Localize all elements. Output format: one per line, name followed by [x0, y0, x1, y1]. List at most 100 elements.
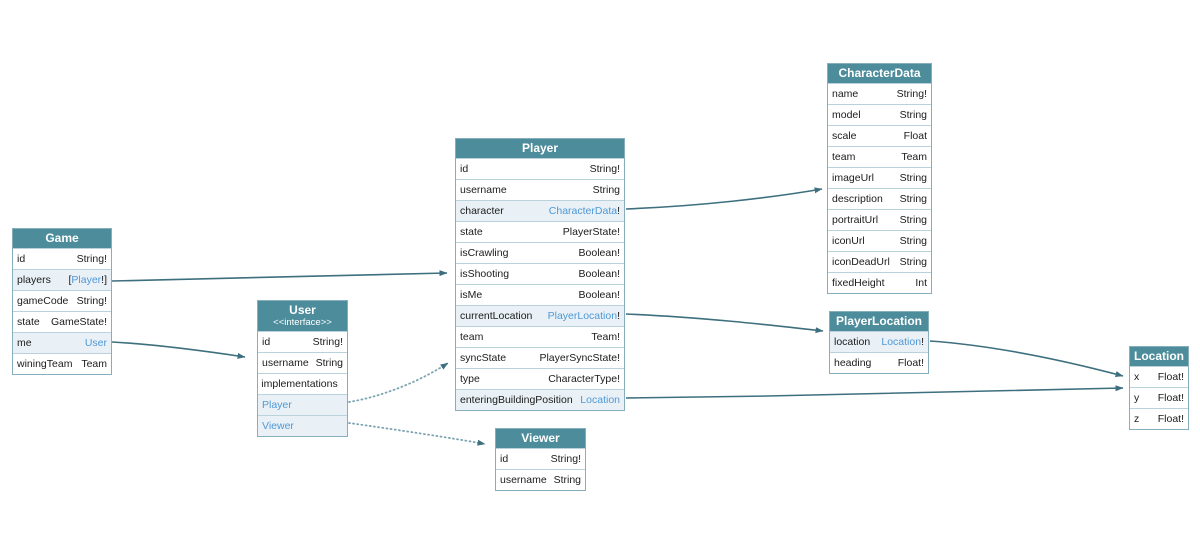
arrow-user-impl-player — [348, 362, 449, 403]
type-text: ! — [617, 310, 620, 322]
field-name: heading — [834, 357, 872, 369]
field-type: String! — [897, 88, 927, 100]
field-type: String! — [590, 163, 620, 175]
type-link-location[interactable]: Location — [881, 336, 922, 348]
type-text: String! — [76, 253, 107, 265]
type-link-player[interactable]: Player — [71, 274, 102, 286]
field-type: String! — [77, 295, 107, 307]
field-type: String — [900, 256, 927, 268]
field-name: id — [262, 336, 271, 348]
implementation-link-viewer[interactable]: Viewer — [262, 420, 294, 432]
entity-header-playerlocation[interactable]: PlayerLocation — [830, 312, 928, 331]
entity-header-characterdata[interactable]: CharacterData — [828, 64, 931, 83]
arrow-user-impl-viewer — [348, 422, 486, 446]
type-text: String! — [896, 88, 927, 100]
type-text: Team — [901, 151, 927, 163]
row-characterdata-iconurl[interactable]: iconUrl String — [828, 230, 931, 251]
entity-header-game[interactable]: Game — [13, 229, 111, 248]
field-name: currentLocation — [460, 310, 533, 322]
field-type: CharacterType! — [548, 373, 620, 385]
type-link-characterdata[interactable]: CharacterData — [548, 205, 618, 217]
row-game-players[interactable]: players[Player!] — [13, 269, 111, 290]
type-text: ! — [921, 336, 924, 348]
implementation-link-player[interactable]: Player — [262, 399, 292, 411]
type-text: String — [899, 172, 927, 184]
field-type: String — [900, 214, 927, 226]
entity-header-user[interactable]: User<<interface>> — [258, 301, 347, 331]
row-user-implementations[interactable]: implementations — [258, 373, 347, 394]
row-user-viewer[interactable]: Viewer — [258, 415, 347, 436]
row-characterdata-icondeadurl[interactable]: iconDeadUrl String — [828, 251, 931, 272]
type-link-playerlocation[interactable]: PlayerLocation — [547, 310, 618, 322]
field-name: id — [460, 163, 469, 175]
type-link-location[interactable]: Location — [580, 394, 620, 406]
type-text: String — [899, 109, 927, 121]
type-text: String — [899, 235, 927, 247]
arrow-player-enteringbuildingposition-to-location — [625, 385, 1124, 399]
row-user-player[interactable]: Player — [258, 394, 347, 415]
field-name: username — [500, 474, 547, 486]
entity-header-player[interactable]: Player — [456, 139, 624, 158]
row-player-id[interactable]: id String! — [456, 158, 624, 179]
field-name: isShooting — [460, 268, 510, 280]
field-type: String — [554, 474, 581, 486]
entity-header-location[interactable]: Location — [1130, 347, 1188, 366]
type-text: Team — [81, 358, 107, 370]
field-name: iconDeadUrl — [832, 256, 890, 268]
type-text: Boolean! — [578, 247, 620, 259]
entity-header-viewer[interactable]: Viewer — [496, 429, 585, 448]
field-type: Float! — [1158, 371, 1184, 383]
entity-title: CharacterData — [838, 66, 921, 80]
type-text: Int — [915, 277, 927, 289]
type-link-user[interactable]: User — [84, 337, 107, 349]
field-type: String — [900, 235, 927, 247]
type-text: String — [899, 256, 927, 268]
field-type: String — [593, 184, 620, 196]
field-name: iconUrl — [832, 235, 865, 247]
entity-title: Location — [1134, 349, 1184, 363]
row-player-currentlocation[interactable]: currentLocation PlayerLocation! — [456, 305, 624, 326]
field-name: team — [460, 331, 484, 343]
field-type: Int — [915, 277, 927, 289]
field-name: id — [500, 453, 509, 465]
row-viewer-username[interactable]: username String — [496, 469, 585, 490]
type-text: String — [553, 474, 581, 486]
type-text: Boolean! — [578, 289, 620, 301]
field-type: String — [900, 172, 927, 184]
